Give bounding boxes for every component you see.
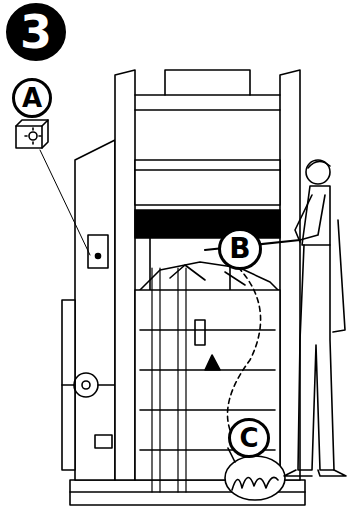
circle-shape (220, 230, 261, 269)
callout-text: C (239, 425, 258, 451)
callout-letter: C (228, 418, 270, 458)
callout-letter: A (12, 78, 52, 118)
circle-shape (230, 420, 269, 457)
callout-text: B (229, 235, 250, 263)
circle-shape (14, 80, 51, 117)
callout-text: 3 (20, 9, 52, 55)
callout-letter: B (218, 228, 262, 270)
callout-text: A (22, 85, 42, 111)
circle-shape (7, 4, 65, 60)
step-number: 3 (6, 3, 66, 61)
